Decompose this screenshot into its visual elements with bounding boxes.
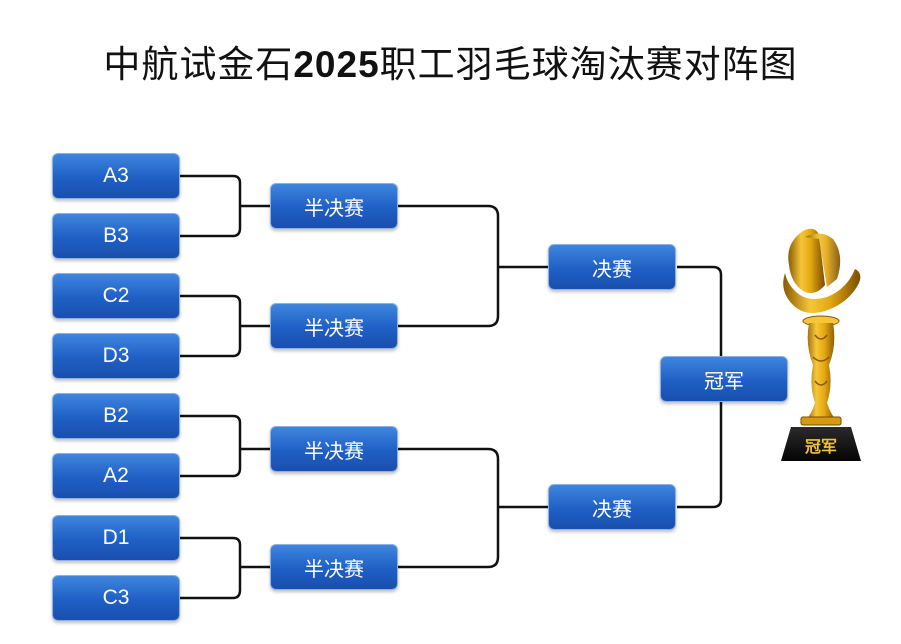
connector-c2-d3: [179, 294, 271, 358]
semifinal-label: 半决赛: [304, 195, 364, 220]
team-label: B2: [103, 404, 129, 427]
team-box-b2: B2: [52, 393, 180, 439]
connector-semi3-semi4: [398, 447, 549, 569]
team-box-a2: A2: [52, 453, 180, 499]
semifinal-label: 半决赛: [304, 438, 364, 463]
trophy-plaque-text: 冠军: [805, 437, 837, 456]
final-label: 决赛: [592, 256, 632, 281]
page-title: 中航试金石2025职工羽毛球淘汰赛对阵图: [0, 34, 901, 88]
final-box-1: 决赛: [548, 244, 676, 290]
semifinal-label: 半决赛: [304, 315, 364, 340]
title-prefix: 中航试金石: [103, 43, 294, 86]
team-label: D1: [102, 526, 130, 549]
team-box-c2: C2: [52, 273, 180, 319]
team-label: D3: [102, 344, 130, 367]
semifinal-label: 半决赛: [304, 556, 364, 581]
semifinal-box-4: 半决赛: [270, 544, 398, 590]
trophy-icon: 冠军: [781, 228, 861, 461]
team-box-b3: B3: [52, 213, 180, 259]
team-box-c3: C3: [52, 575, 180, 621]
team-label: A3: [103, 164, 129, 187]
team-label: B3: [103, 224, 129, 247]
team-box-d1: D1: [52, 515, 180, 561]
title-year: 2025: [293, 44, 380, 85]
team-label: C2: [102, 284, 130, 307]
champion-box: 冠军: [660, 356, 788, 402]
final-label: 决赛: [592, 496, 632, 521]
team-label: A2: [103, 464, 129, 487]
champion-label: 冠军: [704, 368, 744, 393]
semifinal-box-2: 半决赛: [270, 303, 398, 349]
title-suffix: 职工羽毛球淘汰赛对阵图: [379, 43, 798, 86]
connector-a3-b3: [179, 174, 271, 238]
connector-d1-c3: [179, 536, 271, 600]
team-box-d3: D3: [52, 333, 180, 379]
team-box-a3: A3: [52, 153, 180, 199]
semifinal-box-1: 半决赛: [270, 183, 398, 229]
team-label: C3: [102, 586, 130, 609]
semifinal-box-3: 半决赛: [270, 426, 398, 472]
final-box-2: 决赛: [548, 484, 676, 530]
connector-b2-a2: [179, 414, 271, 478]
connector-semi1-semi2: [398, 204, 549, 328]
